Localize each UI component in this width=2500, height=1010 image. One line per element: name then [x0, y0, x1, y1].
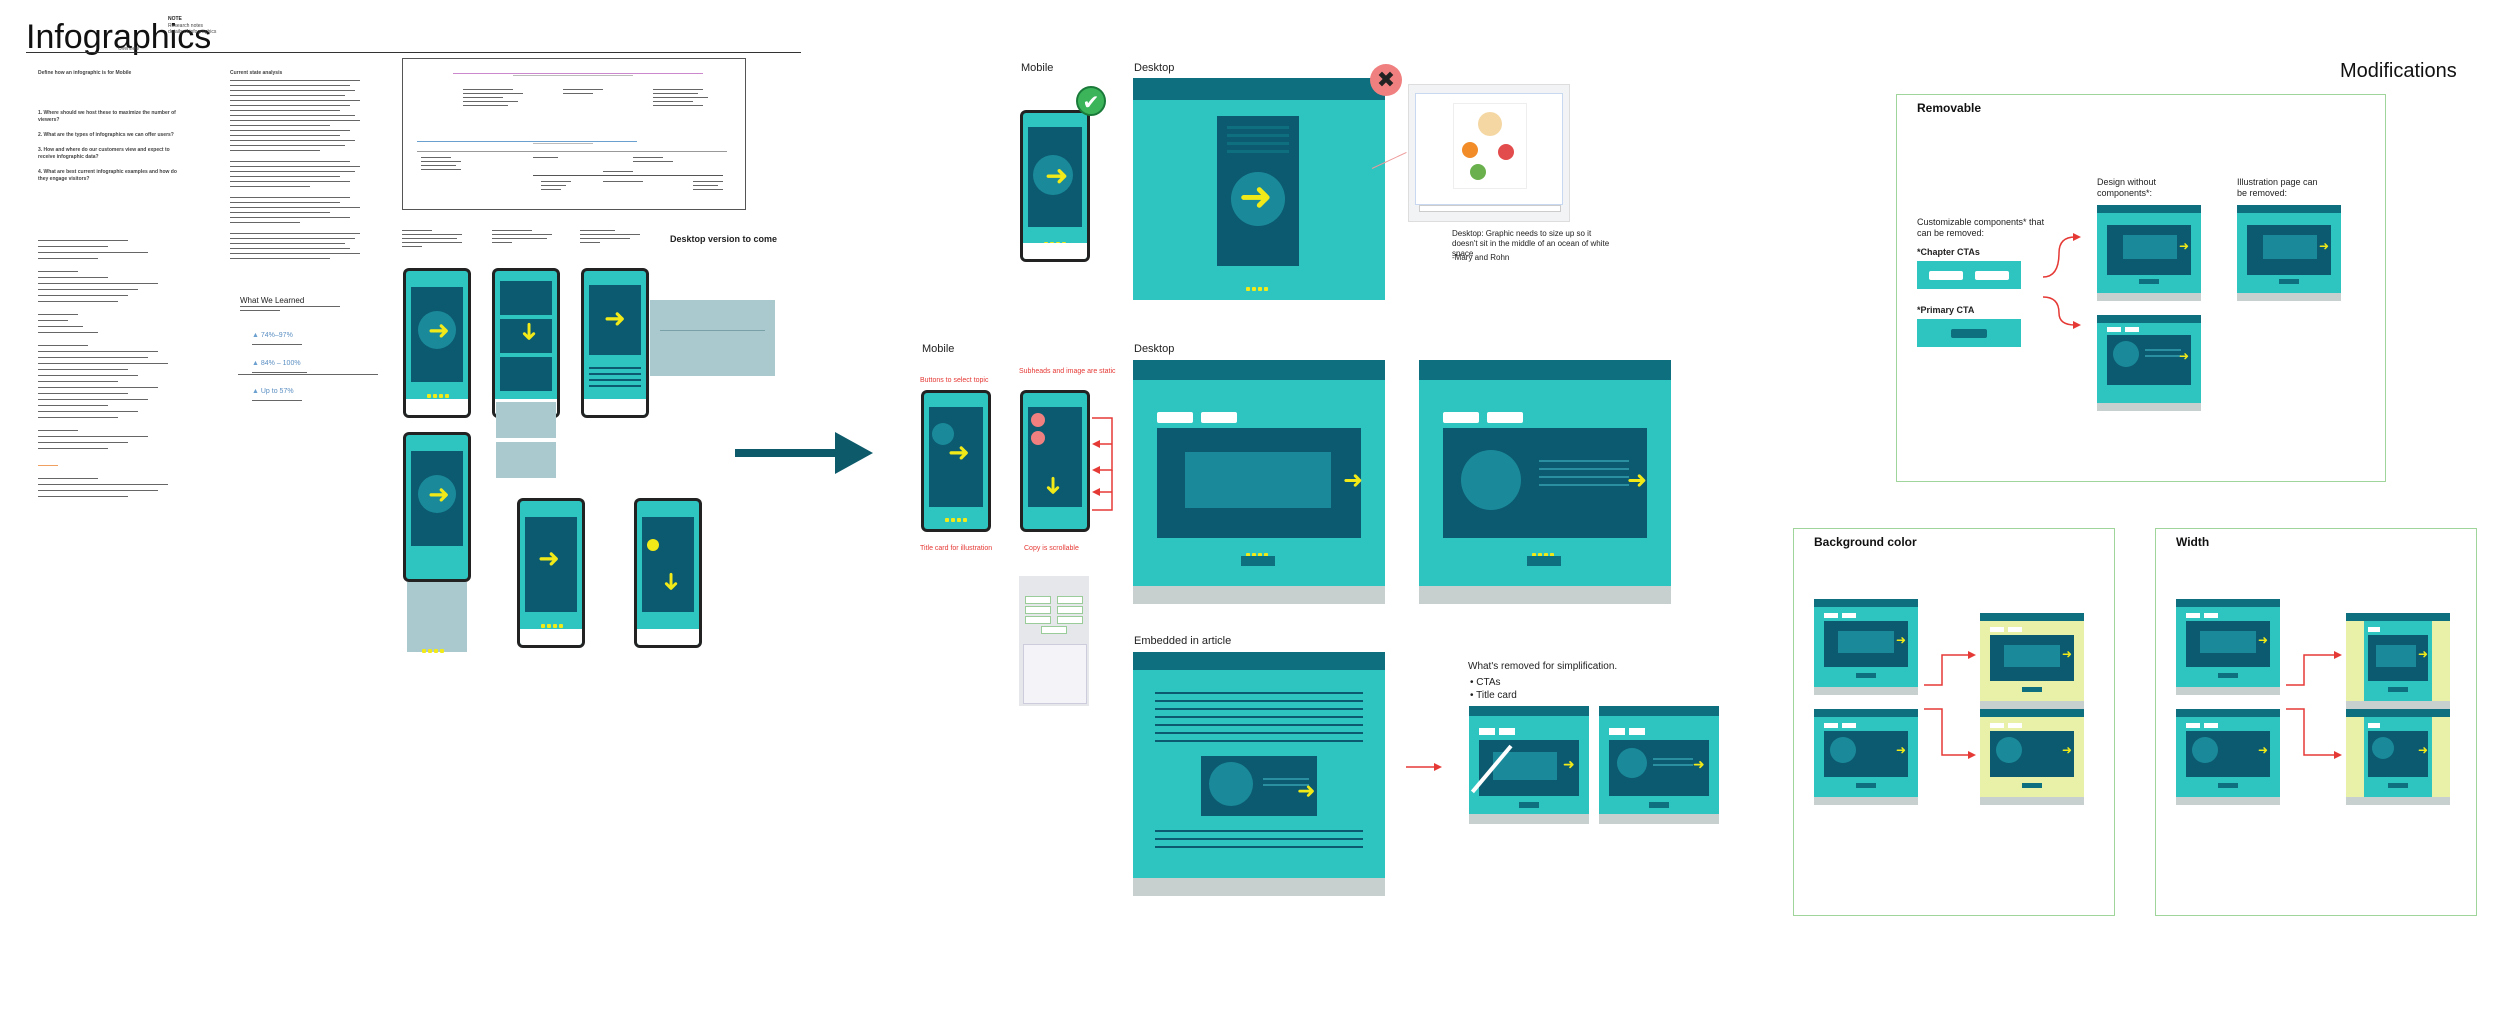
desktop-note: Desktop: Graphic needs to size up so it … [1452, 229, 1610, 258]
phone-mockup-4: ➜ [403, 432, 471, 582]
chapter-ctas-label: *Chapter CTAs [1917, 247, 1980, 257]
bracket-arrows [1092, 417, 1113, 511]
question-4: 4. What are best current infographic exa… [38, 169, 177, 182]
primary-cta-sample [1917, 319, 2021, 347]
width-panel: Width ➜ ➜ ➜ ➜ [2155, 528, 2477, 916]
learned-intro [240, 306, 340, 311]
col2-title: Current state analysis [230, 70, 283, 76]
desktop-buttons-mockup: ➜ [1133, 360, 1385, 604]
width-narrow-mockup-1: ➜ [2346, 613, 2450, 709]
width-narrow-mockup-2: ➜ [2346, 709, 2450, 805]
phone-overflow-2 [496, 442, 556, 478]
check-icon: ✔ [1076, 86, 1106, 116]
question-2: 2. What are the types of infographics we… [38, 132, 174, 138]
desktop-rejected-mockup: ➜ [1133, 78, 1385, 300]
phone-mockup-2: ➜ [492, 268, 560, 418]
phone-mockup-5: ➜ [517, 498, 585, 648]
header-divider [26, 52, 801, 53]
simplified-mockup-2: ➜ [1599, 706, 1719, 824]
bg-original-mockup-1: ➜ [1814, 599, 1918, 695]
desktop-version-note: Desktop version to come [670, 234, 778, 244]
copy-note: Copy is scrollable [1024, 545, 1079, 552]
desktop-example-thumbnail [1408, 84, 1570, 222]
close-icon: ✖ [1370, 64, 1402, 96]
desktop-placeholder [650, 300, 775, 376]
width-title: Width [2176, 535, 2210, 549]
desktop-label: Desktop [1134, 62, 1175, 74]
phone-overflow-1 [496, 402, 556, 438]
chapter-ctas-sample [1917, 261, 2021, 289]
customizable-note: Customizable components* that can be rem… [1917, 217, 2045, 238]
desktop-copy-mockup: ➜ [1419, 360, 1671, 604]
removed-item-title-card: Title card [1476, 690, 1517, 701]
meta-line-2: details of infographics [168, 29, 217, 35]
stat-3: Up to 57% [260, 388, 294, 395]
col2-notes [230, 80, 360, 263]
mobile2-label: Mobile [922, 343, 955, 355]
research-diagram [402, 58, 746, 210]
col1-title: Define how an infographic is for Mobile [38, 70, 132, 76]
bg-arrows [1924, 651, 1976, 759]
title-card-note: Title card for illustration [920, 545, 993, 552]
design-without-mockup-1: ➜ [2097, 205, 2201, 301]
meta-label: NOTE [168, 16, 182, 22]
primary-cta-label: *Primary CTA [1917, 305, 1975, 315]
phone-grid-notes [402, 230, 462, 247]
modifications-title: Modifications [2340, 60, 2457, 82]
phone-mockup-1: ➜ [403, 268, 471, 418]
topic-buttons-sketch [1019, 576, 1089, 706]
mobile-label: Mobile [1021, 62, 1054, 74]
mobile-approved-mockup: ➜ [1020, 110, 1090, 262]
removable-panel: Removable Customizable components* that … [1896, 94, 2386, 482]
illustration-removed-mockup: ➜ [2237, 205, 2341, 301]
width-arrows [2286, 651, 2342, 759]
illustration-page-label: Illustration page can be removed: [2237, 177, 2318, 198]
bg-original-mockup-2: ➜ [1814, 709, 1918, 805]
stats-list: ▲ 74%–97% ▲ 84% – 100% ▲ Up to 57% [252, 324, 307, 401]
sub-label: Overview [118, 46, 139, 52]
col1-question-list: 1. Where should we host these to maximiz… [38, 110, 188, 191]
design-without-mockup-2: ➜ [2097, 315, 2201, 411]
phone-grid-notes-2 [492, 230, 552, 243]
embedded-article-mockup: ➜ [1133, 652, 1385, 896]
question-3: 3. How and where do our customers view a… [38, 147, 170, 160]
removed-title: What's removed for simplification. [1468, 661, 1618, 672]
bg-yellow-mockup-1: ➜ [1980, 613, 2084, 709]
phone-overflow-3 [407, 582, 467, 653]
removed-list: • CTAs • Title card [1470, 677, 1517, 701]
page-title: Infographics [26, 18, 212, 56]
desktop2-label: Desktop [1134, 343, 1175, 355]
subheads-note: Subheads and image are static [1019, 368, 1116, 375]
width-original-mockup-2: ➜ [2176, 709, 2280, 805]
phone-mockup-6: ➜ [634, 498, 702, 648]
col1-notes [38, 240, 178, 502]
stat-1: 74%–97% [260, 332, 293, 339]
mobile-scroll-mockup: ➜ [1020, 390, 1090, 532]
learned-title: What We Learned [240, 296, 305, 305]
width-original-mockup-1: ➜ [2176, 599, 2280, 695]
removable-arrows [2042, 233, 2081, 329]
removable-title: Removable [1917, 101, 1982, 115]
simplified-mockup-1: ➜ [1469, 706, 1589, 824]
removed-item-ctas: CTAs [1476, 677, 1501, 688]
stat-2: 84% – 100% [260, 360, 301, 367]
design-without-label: Design without components*: [2097, 177, 2157, 198]
background-color-title: Background color [1814, 535, 1917, 549]
question-1: 1. Where should we host these to maximiz… [38, 110, 176, 123]
arrow-to-simplified [1406, 763, 1442, 771]
embedded-label: Embedded in article [1134, 635, 1232, 647]
meta-line-1: Research notes [168, 23, 204, 29]
learned-footer [238, 374, 378, 375]
phone-grid-notes-3 [580, 230, 640, 243]
buttons-note: Buttons to select topic [920, 377, 989, 384]
mobile-title-card-mockup: ➜ [921, 390, 991, 532]
desktop-note-author: -Mary and Rohn [1452, 253, 1510, 262]
bg-yellow-mockup-2: ➜ [1980, 709, 2084, 805]
phone-mockup-3: ➜ [581, 268, 649, 418]
big-arrow-icon [735, 432, 873, 474]
background-color-panel: Background color ➜ ➜ ➜ ➜ [1793, 528, 2115, 916]
